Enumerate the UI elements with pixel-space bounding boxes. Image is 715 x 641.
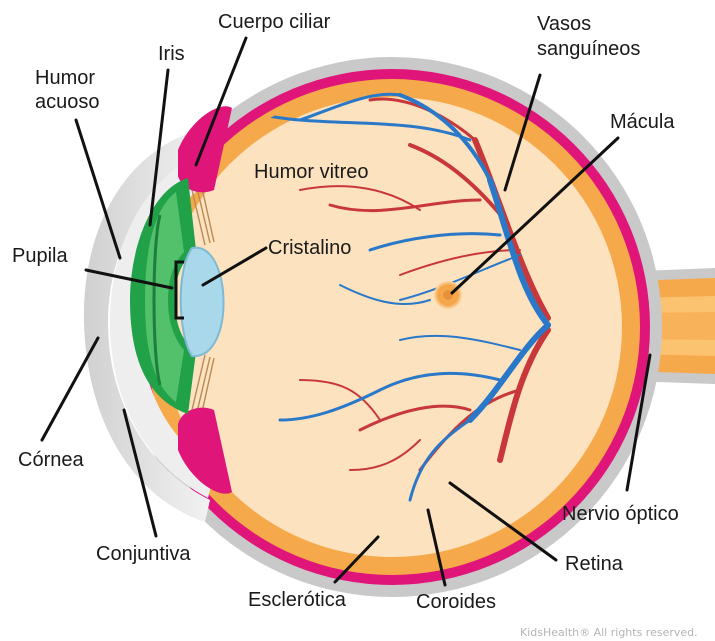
label-cristalino: Cristalino bbox=[268, 237, 351, 259]
label-vasos-line2: sanguíneos bbox=[537, 38, 640, 60]
label-humor-acuoso-line1: Humor bbox=[35, 67, 95, 89]
label-cuerpo-ciliar: Cuerpo ciliar bbox=[218, 11, 331, 33]
label-humor-vitreo: Humor vitreo bbox=[254, 161, 368, 183]
label-retina: Retina bbox=[565, 553, 624, 575]
label-vasos-line1: Vasos bbox=[537, 13, 591, 35]
label-iris: Iris bbox=[158, 43, 185, 65]
label-cornea: Córnea bbox=[18, 449, 84, 471]
label-conjuntiva: Conjuntiva bbox=[96, 543, 191, 565]
label-nervio-optico: Nervio óptico bbox=[562, 503, 679, 525]
label-pupila: Pupila bbox=[12, 245, 68, 267]
label-esclerotica: Esclerótica bbox=[248, 589, 347, 611]
copyright-credit: KidsHealth® All rights reserved. bbox=[520, 626, 698, 639]
label-coroides: Coroides bbox=[416, 591, 496, 613]
label-humor-acuoso-line2: acuoso bbox=[35, 91, 100, 113]
label-macula: Mácula bbox=[610, 111, 675, 133]
